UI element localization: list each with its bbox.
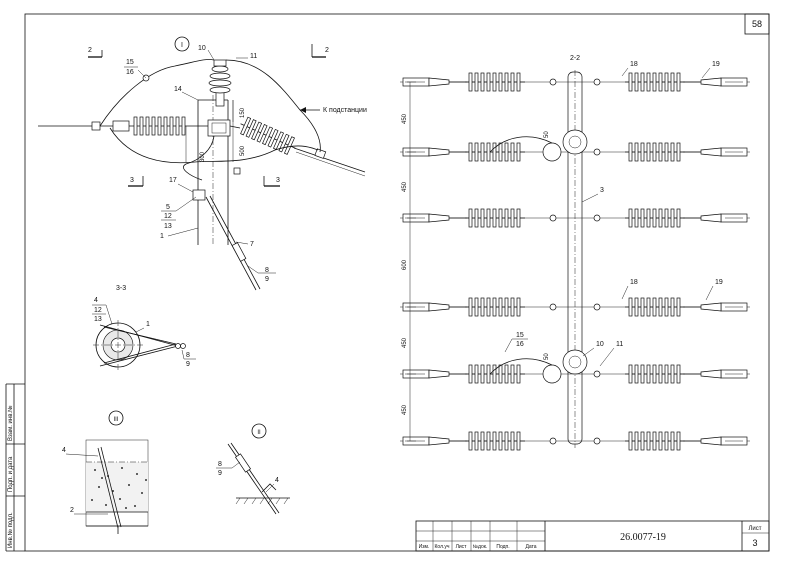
tb-col-izm: Изм. [419,544,430,550]
v3-callout-2: 2 [70,507,74,514]
v22-callout-11: 11 [616,341,623,348]
view-1-elevation: I 2 2 3 3 [38,36,367,291]
v2-callout-8: 8 [218,461,222,468]
v1-callout-16: 16 [126,69,134,76]
tb-col-doc: №док. [473,544,488,550]
v22-callout-10: 10 [596,341,604,348]
v22-dim-1: 450 [402,113,408,124]
v33-callout-8: 8 [186,352,190,359]
v1-callout-13: 13 [164,223,172,230]
view-iii-label: III [113,417,118,423]
sheet-label: Лист [748,526,761,532]
v22-callout-16: 16 [516,341,524,348]
v22-callout-50b: 50 [544,353,550,360]
v22-callout-3: 3 [600,187,604,194]
v33-callout-9: 9 [186,361,190,368]
v1-callout-14: 14 [174,86,182,93]
sheet-border [24,13,770,552]
v22-callout-18b: 18 [630,279,638,286]
v22-callout-50a: 50 [544,131,550,138]
v1-callout-15: 15 [126,59,134,66]
view-33-title: 3-3 [116,285,126,292]
v1-callout-8: 8 [265,267,269,274]
dim-300: 300 [200,151,206,162]
v22-dim-4: 450 [402,337,408,348]
view-1-label: I [181,42,183,49]
document-code: 26.0077-19 [620,532,666,543]
v1-callout-12: 12 [164,213,172,220]
insulator-string-right [236,115,300,157]
insulator-string-left [129,116,191,136]
section-22-right-label: 2 [325,47,329,54]
page-number: 58 [752,19,762,29]
to-substation-label: К подстанции [323,107,367,114]
left-binding-strip: Инв.№ подл. Подп. и дата Взам. инв.№ [5,383,25,552]
page-number-box [744,13,770,35]
v33-callout-13: 13 [94,316,102,323]
v22-dim-5: 450 [402,404,408,415]
v22-callout-18a: 18 [630,61,638,68]
view-3-detail: III 4 2 [62,410,149,534]
v33-callout-12: 12 [94,307,102,314]
view-2-2-plan: 2-2 450 450 600 450 450 1 [400,55,750,450]
v2-callout-4: 4 [275,477,279,484]
tb-col-kol: Кол.уч [435,544,450,550]
strip-label-podp: Подп. и дата [8,456,14,492]
v1-callout-17: 17 [169,177,177,184]
pin-insulator [208,59,232,107]
strip-label-vzam: Взам. инв.№ [7,405,14,441]
v2-callout-9: 9 [218,470,222,477]
v22-dim-3: 600 [402,259,408,270]
v22-callout-19a: 19 [712,61,720,68]
v3-callout-4: 4 [62,447,66,454]
sheet-number: 3 [752,538,757,548]
pin-insulator-top-view-b [562,349,588,375]
dim-500: 500 [240,145,246,156]
v1-callout-1: 1 [160,233,164,240]
jumper-loop [99,59,215,127]
tb-col-podp: Подп. [496,544,509,550]
section-33-right-label: 3 [276,177,280,184]
view-ii-label: II [257,430,261,436]
v22-callout-19b: 19 [715,279,723,286]
v22-callout-15: 15 [516,332,524,339]
tb-col-data: Дата [525,544,536,550]
pin-insulator-top-view-a [562,129,588,155]
view-2-detail: II 8 9 4 [216,423,290,515]
v1-callout-10: 10 [198,45,206,52]
section-22-left-label: 2 [88,47,92,54]
v1-callout-11: 11 [250,53,257,60]
tb-col-list: Лист [456,544,468,550]
cross-arm-clamp [207,119,231,137]
section-33-left-label: 3 [130,177,134,184]
view-22-title: 2-2 [570,55,580,62]
v22-dim-2: 450 [402,181,408,192]
v33-callout-4: 4 [94,297,98,304]
v33-callout-1: 1 [146,321,150,328]
view-3-3-section: 3-3 4 12 13 1 8 9 [92,285,196,370]
v1-callout-7: 7 [250,241,254,248]
strip-label-inv: Инв.№ подл. [7,512,14,548]
v1-callout-9: 9 [265,276,269,283]
title-block: Изм. Кол.уч Лист №док. Подп. Дата 26.007… [415,520,770,552]
v1-callout-5: 5 [166,204,170,211]
dim-150: 150 [240,107,246,118]
